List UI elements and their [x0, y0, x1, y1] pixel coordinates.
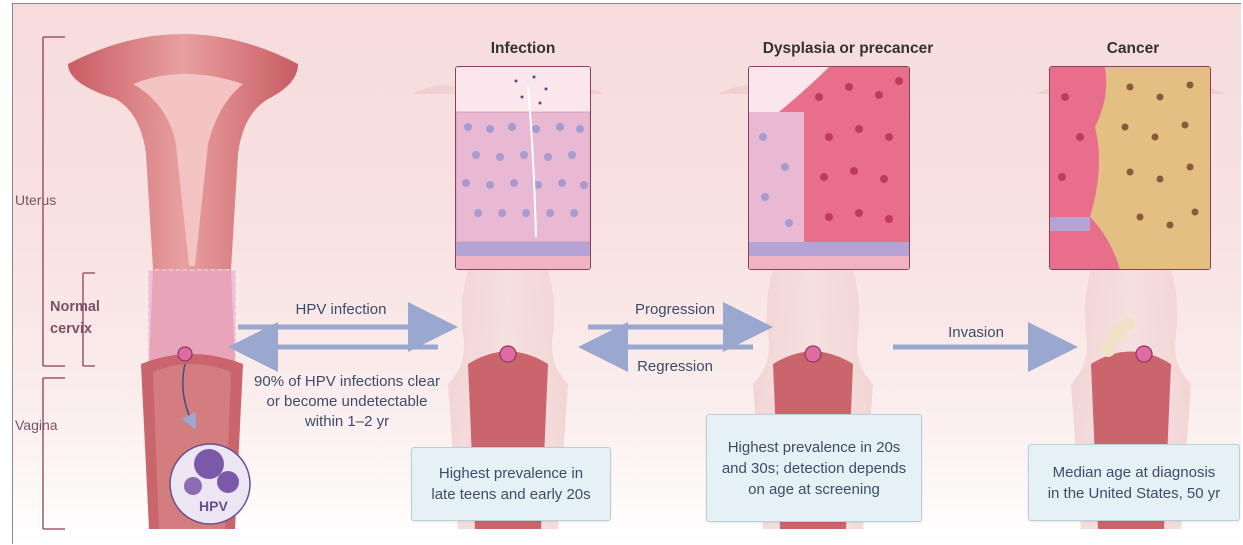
info-text-infection: Highest prevalence in late teens and ear… [431, 463, 590, 505]
inset-dysplasia-tissue [748, 66, 910, 270]
label-vagina: Vagina [15, 417, 58, 433]
inset-infection-tissue [455, 66, 591, 270]
arrow-label-hpv-infection: HPV infection [271, 301, 411, 318]
title-cancer: Cancer [1093, 40, 1173, 58]
info-text-dysplasia: Highest prevalence in 20s and 30s; detec… [722, 437, 906, 500]
clearance-note: 90% of HPV infections clear or become un… [251, 372, 443, 432]
arrow-label-progression: Progression [615, 301, 735, 318]
arrow-label-regression: Regression [615, 358, 735, 375]
title-infection: Infection [468, 40, 578, 58]
label-normal-cervix: Normal cervix [50, 296, 100, 340]
info-box-cancer: Median age at diagnosis in the United St… [1028, 444, 1240, 521]
arrow-label-invasion: Invasion [931, 324, 1021, 341]
inset-cancer-tissue [1049, 66, 1211, 270]
figure-frame: Uterus Normal cervix Vagina HPV Infectio… [12, 3, 1241, 544]
title-dysplasia: Dysplasia or precancer [753, 40, 943, 58]
label-hpv: HPV [199, 498, 228, 514]
label-uterus: Uterus [15, 192, 56, 208]
region-brackets [43, 37, 95, 529]
info-text-cancer: Median age at diagnosis in the United St… [1048, 462, 1221, 504]
info-box-dysplasia: Highest prevalence in 20s and 30s; detec… [706, 414, 922, 522]
info-box-infection: Highest prevalence in late teens and ear… [411, 447, 611, 521]
